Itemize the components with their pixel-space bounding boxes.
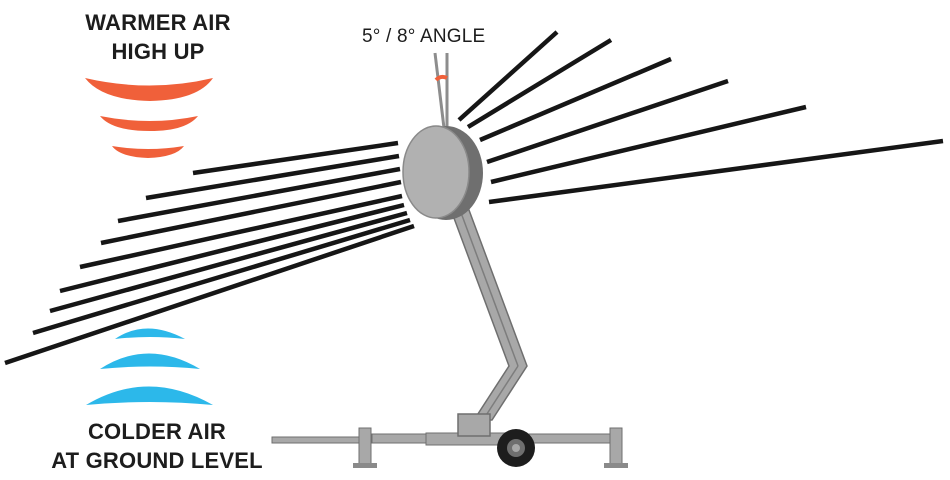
airflow-line-right <box>457 30 559 122</box>
airflow-line-left <box>59 202 405 294</box>
wheel-icon <box>497 429 535 467</box>
airflow-line-left <box>145 153 400 201</box>
airflow-line-right <box>486 78 729 165</box>
cold-air-arcs <box>86 328 213 405</box>
airflow-line-left <box>79 193 403 270</box>
support-leg <box>358 427 372 467</box>
warm-air-arc-icon <box>85 78 213 101</box>
airflow-line-left <box>192 140 399 176</box>
trailer-icon <box>271 413 628 468</box>
cold-air-label: COLDER AIR AT GROUND LEVEL <box>32 417 282 475</box>
cold-air-label-line2: AT GROUND LEVEL <box>51 448 263 473</box>
airflow-line-left <box>4 223 415 366</box>
airflow-line-left <box>49 210 408 314</box>
cold-air-arc-icon <box>100 353 200 369</box>
cold-air-arc-icon <box>115 328 185 339</box>
airflow-line-left <box>117 166 401 224</box>
mast-base <box>457 413 491 437</box>
warm-air-label-line1: WARMER AIR <box>85 10 231 35</box>
warm-air-label-line2: HIGH UP <box>111 39 205 64</box>
support-foot <box>353 463 377 468</box>
angle-line <box>433 52 446 129</box>
frost-fan-icon <box>402 125 483 220</box>
airflow-line-right <box>479 56 672 143</box>
airflow-line-right <box>466 38 613 129</box>
angle-indicator <box>433 52 449 129</box>
trailer-tongue <box>271 436 373 444</box>
support-leg <box>609 427 623 467</box>
angle-label: 5° / 8° ANGLE <box>362 26 486 47</box>
airflow-lines <box>4 30 944 366</box>
cold-air-label-line1: COLDER AIR <box>87 419 227 444</box>
cold-air-arc-icon <box>86 386 213 405</box>
fan-mast <box>446 201 528 421</box>
airflow-line-left <box>32 217 411 336</box>
angle-marker-icon <box>434 74 448 82</box>
support-foot <box>604 463 628 468</box>
warm-air-arc-icon <box>100 116 198 131</box>
airflow-line-left <box>100 179 402 246</box>
warm-air-arcs <box>85 78 213 158</box>
warm-air-arc-icon <box>112 146 184 158</box>
airflow-line-right <box>490 104 807 185</box>
warm-air-label: WARMER AIR HIGH UP <box>48 8 268 66</box>
airflow-line-right <box>488 138 944 205</box>
